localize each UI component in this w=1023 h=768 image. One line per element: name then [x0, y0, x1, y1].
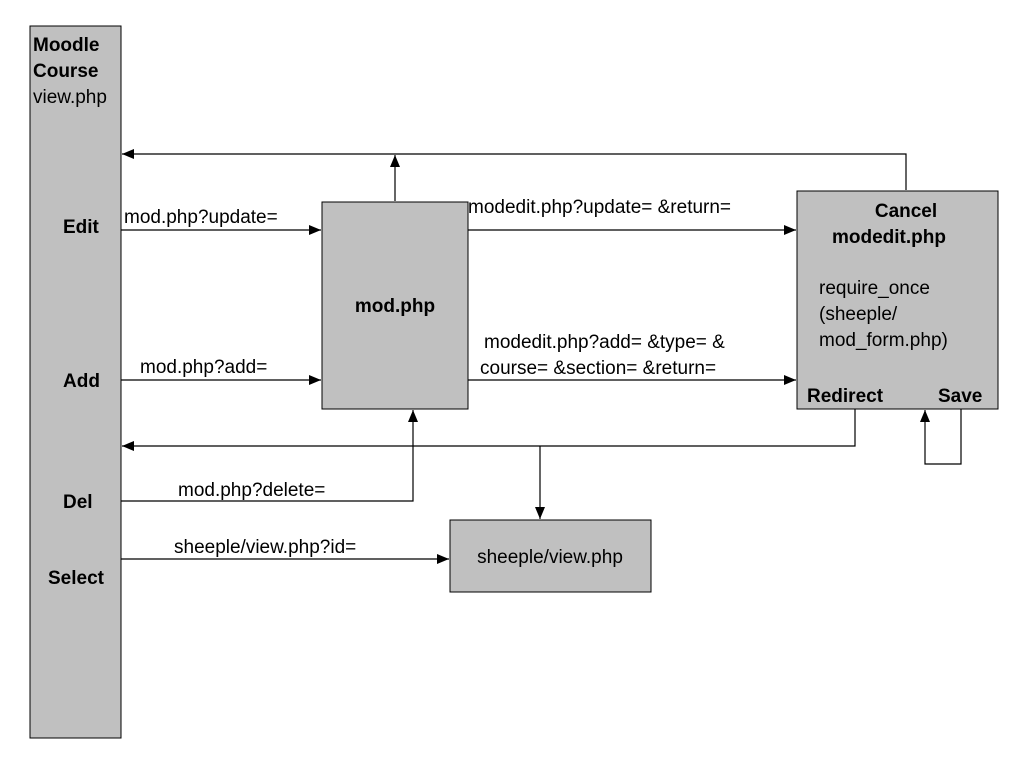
- modedit-title: modedit.php: [832, 227, 946, 248]
- sheeple-view-box: [449, 519, 652, 593]
- modedit-save-label: Save: [938, 386, 982, 407]
- modedit-cancel-label: Cancel: [875, 201, 937, 222]
- course-view-box: [29, 25, 122, 739]
- modedit-require-line2: (sheeple/: [819, 304, 898, 325]
- edge-cancel-to-course: [122, 149, 907, 190]
- modedit-require-line1: require_once: [819, 278, 930, 299]
- edge-redirect-to-course: [122, 409, 856, 451]
- course-file-name: view.php: [33, 87, 107, 108]
- modedit-require-line3: mod_form.php): [819, 330, 948, 351]
- course-action-add: Add: [63, 371, 100, 392]
- edge-label-mod-add: mod.php?add=: [140, 357, 267, 378]
- edge-label-modedit-add-line1: modedit.php?add= &type= &: [484, 332, 725, 353]
- course-action-select: Select: [48, 568, 105, 589]
- mod-php-box: [321, 201, 469, 410]
- mod-php-label: mod.php: [355, 296, 435, 317]
- course-action-del: Del: [63, 492, 93, 513]
- course-title-moodle: Moodle: [33, 35, 100, 56]
- edge-save-loop: [920, 409, 962, 465]
- course-title-course: Course: [33, 61, 98, 82]
- edge-del-to-mod: [121, 410, 418, 502]
- edge-label-mod-update: mod.php?update=: [124, 207, 278, 228]
- edge-label-modedit-update: modedit.php?update= &return=: [468, 197, 731, 218]
- modedit-php-box: [796, 190, 999, 410]
- edge-label-view-id: sheeple/view.php?id=: [174, 537, 356, 558]
- modedit-redirect-label: Redirect: [807, 386, 884, 407]
- edge-label-mod-delete: mod.php?delete=: [178, 480, 325, 501]
- sheeple-view-label: sheeple/view.php: [477, 547, 623, 568]
- course-action-edit: Edit: [63, 217, 100, 238]
- edge-label-modedit-add-line2: course= &section= &return=: [480, 358, 716, 379]
